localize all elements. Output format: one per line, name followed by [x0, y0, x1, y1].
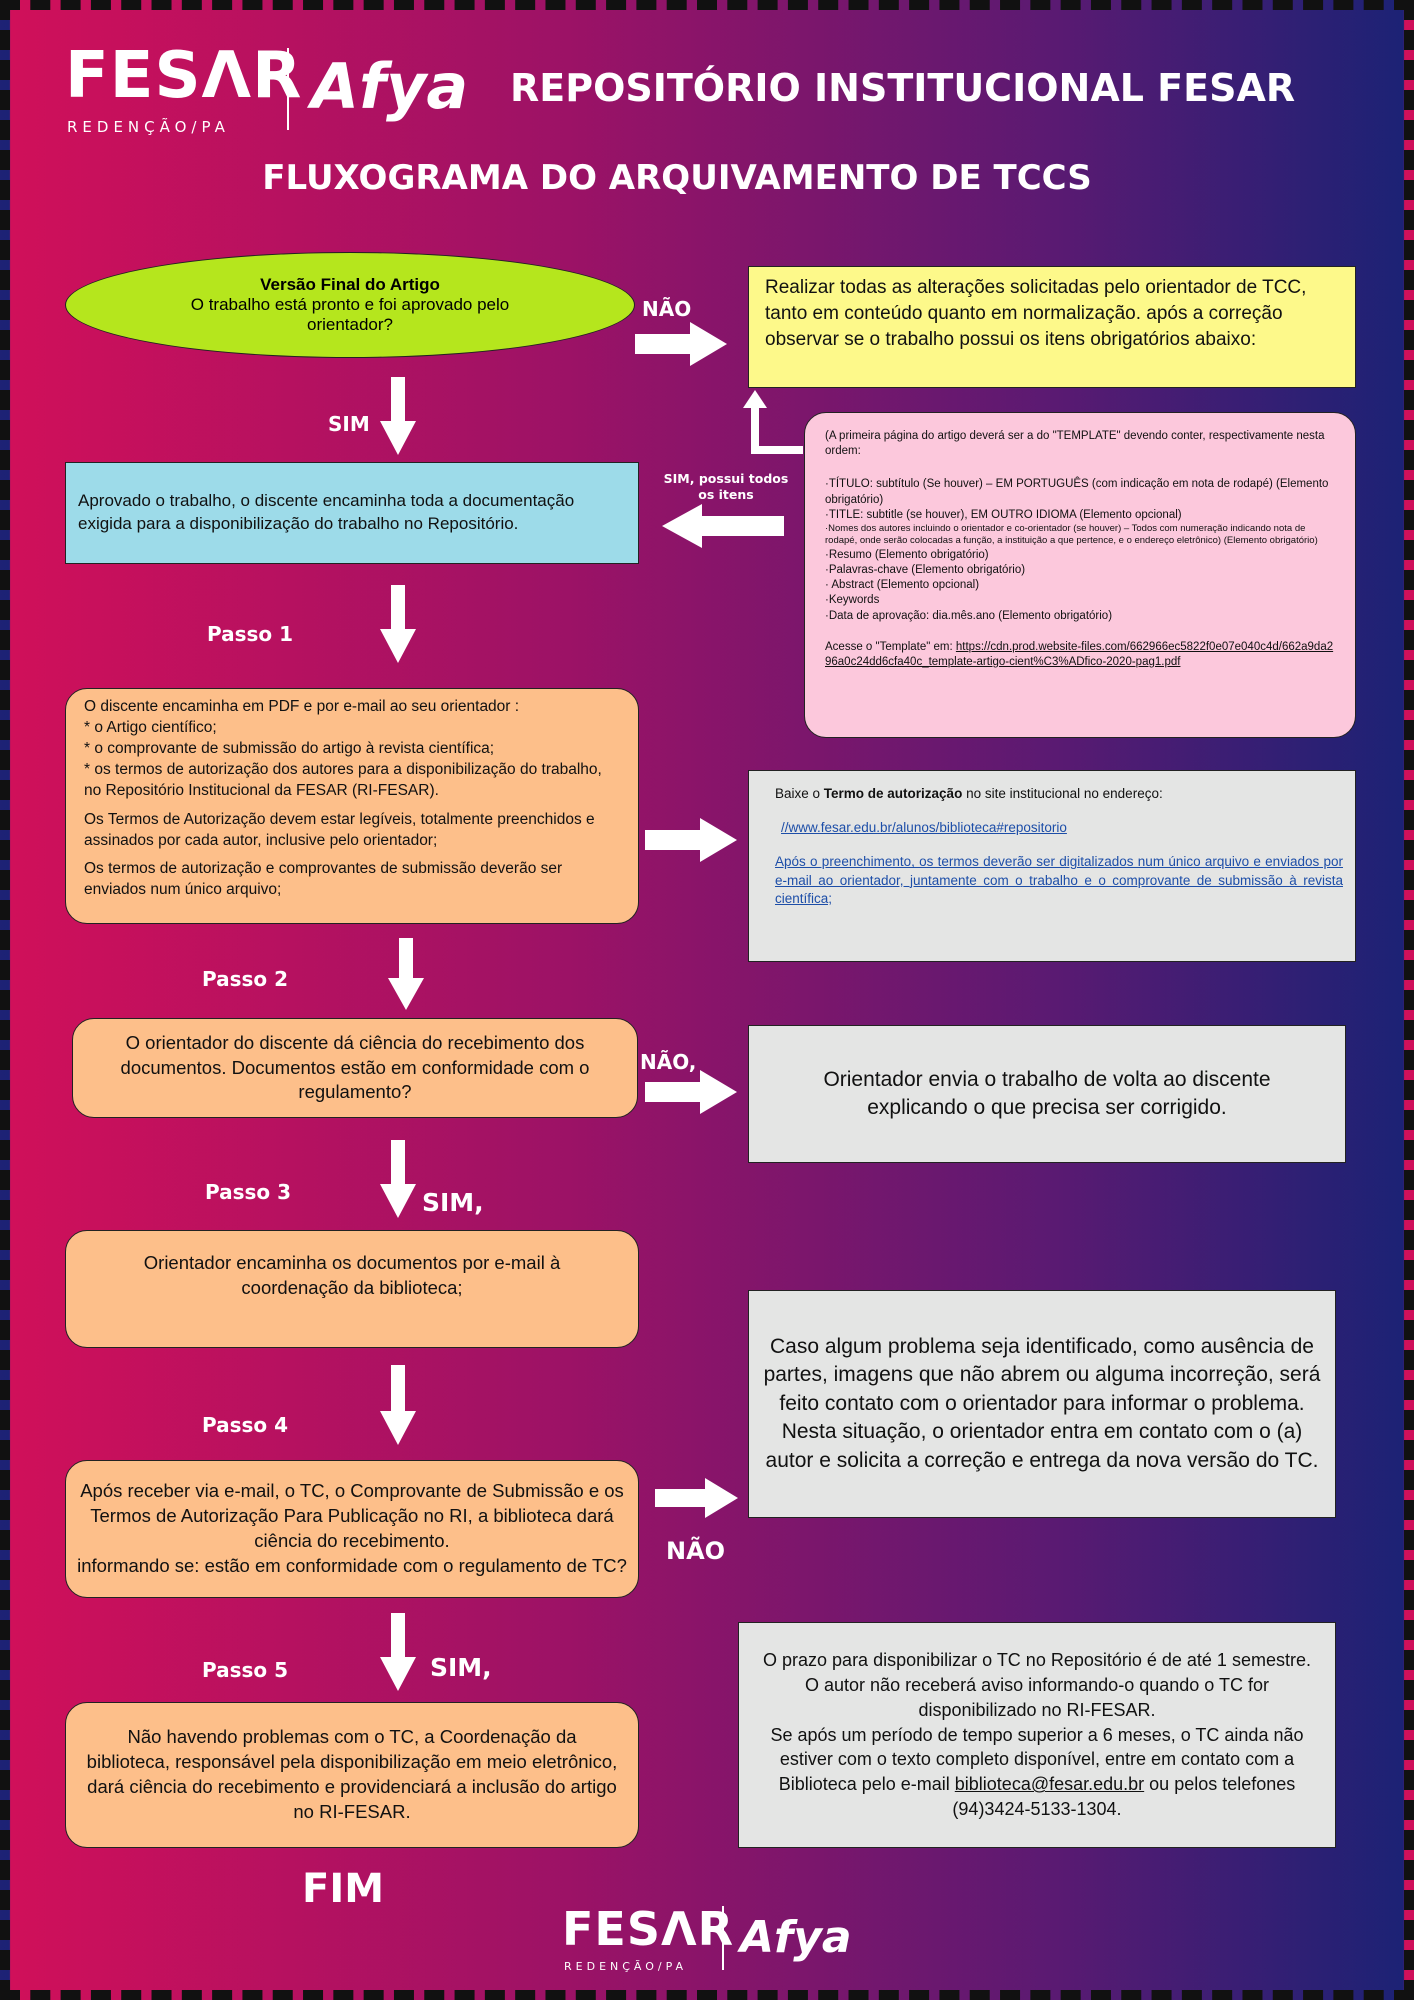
logo-divider — [287, 48, 289, 130]
step1-para: Os Termos de Autorização devem estar leg… — [84, 810, 595, 849]
footer-fesar-subtext: REDENÇÃO/PA — [564, 1960, 688, 1973]
arrow-right-icon — [645, 818, 737, 862]
label-nao-2: NÃO, — [640, 1050, 697, 1074]
page-title: REPOSITÓRIO INSTITUCIONAL FESAR — [510, 66, 1296, 110]
blue-box: Aprovado o trabalho, o discente encaminh… — [65, 462, 639, 564]
pink-item: ·TITLE: subtitle (se houver), EM OUTRO I… — [825, 508, 1182, 521]
step4-text: Após receber via e-mail, o TC, o Comprov… — [77, 1480, 627, 1576]
label-sim-1: SIM — [328, 412, 370, 436]
label-passo-2: Passo 2 — [202, 967, 289, 991]
termo-prefix: Baixe o — [775, 786, 824, 801]
pink-item: · Abstract (Elemento opcional) — [825, 579, 980, 592]
label-nao-4: NÃO — [666, 1537, 726, 1565]
label-sim-3: SIM, — [422, 1188, 484, 1217]
step2-box: O orientador do discente dá ciência do r… — [72, 1018, 638, 1118]
prazo-line: Se após um período de tempo superior a 6… — [751, 1723, 1323, 1822]
afya-logo-text: Afya — [311, 50, 469, 123]
label-nao-1: NÃO — [642, 297, 692, 321]
email-link[interactable]: biblioteca@fesar.edu.br — [954, 1774, 1145, 1795]
repositorio-link[interactable]: //www.fesar.edu.br/alunos/biblioteca#rep… — [781, 820, 1067, 836]
arrow-left-icon — [662, 504, 784, 548]
step1-bullet: * o comprovante de submissão do artigo à… — [84, 739, 495, 757]
template-link[interactable]: https://cdn.prod.website-files.com/66296… — [825, 640, 1334, 668]
footer-afya-text: Afya — [740, 1912, 852, 1963]
pink-item: ·Nomes dos autores incluindo o orientado… — [825, 522, 1318, 547]
termo-note: Após o preenchimento, os termos deverão … — [775, 854, 1343, 906]
footer-logo: FESΛR REDENÇÃO/PA Afya — [562, 1902, 882, 1978]
arrow-right-icon — [655, 1478, 738, 1518]
arrow-down-icon — [388, 938, 424, 1010]
fesar-logo-text: FESΛR — [65, 39, 303, 113]
label-passo-3: Passo 3 — [205, 1180, 292, 1204]
step5-box: Não havendo problemas com o TC, a Coorde… — [65, 1702, 639, 1848]
termo-bold: Termo de autorização — [823, 786, 963, 801]
footer-fesar-text: FESΛR — [562, 1902, 734, 1956]
fesar-afya-logo: FESΛR REDENÇÃO/PA Afya — [65, 40, 485, 140]
prazo-line: O prazo para disponibilizar o TC no Repo… — [763, 1650, 1311, 1671]
prazo-phone-text: ou pelos telefones (94)3424-5133-1304. — [952, 1774, 1296, 1820]
pink-item: ·Keywords — [825, 594, 880, 607]
arrow-down-icon — [380, 377, 416, 455]
arrow-down-icon — [380, 585, 416, 663]
prazo-contact-text: Se após um período de tempo superior a 6… — [770, 1724, 1304, 1795]
label-sim-5: SIM, — [430, 1653, 492, 1682]
pink-item: ·Data de aprovação: dia.mês.ano (Element… — [825, 609, 1113, 622]
label-passo-4: Passo 4 — [202, 1413, 289, 1437]
step1-box: O discente encaminha em PDF e por e-mail… — [65, 688, 639, 924]
label-sim-itens: SIM, possui todos os itens — [663, 471, 789, 502]
elbow-arrow-icon — [743, 390, 803, 454]
fesar-logo-subtext: REDENÇÃO/PA — [67, 118, 230, 136]
start-ellipse: Versão Final do Artigo O trabalho está p… — [65, 252, 635, 358]
pink-item: ·Resumo (Elemento obrigatório) — [825, 548, 989, 561]
arrow-down-icon — [380, 1140, 416, 1218]
grey-box-termo: Baixe o Termo de autorização no site ins… — [748, 770, 1356, 962]
start-title: Versão Final do Artigo — [260, 275, 440, 294]
label-fim: FIM — [302, 1866, 385, 1912]
prazo-line: O autor não receberá aviso informando-o … — [805, 1674, 1269, 1720]
arrow-down-icon — [380, 1613, 416, 1691]
pink-intro: (A primeira página do artigo deverá ser … — [825, 430, 1325, 458]
arrow-right-icon — [645, 1070, 737, 1114]
termo-suffix: no site institucional no endereço: — [962, 786, 1163, 801]
step3-box: Orientador encaminha os documentos por e… — [65, 1230, 639, 1348]
yellow-box: Realizar todas as alterações solicitadas… — [748, 266, 1356, 388]
pink-access: Acesse o "Template" em: https://cdn.prod… — [825, 640, 1335, 670]
start-question: O trabalho está pronto e foi aprovado pe… — [190, 295, 510, 334]
step1-bullet: * os termos de autorização dos autores p… — [84, 760, 602, 799]
pink-item: ·TÍTULO: subtítulo (Se houver) – EM PORT… — [825, 478, 1329, 506]
pink-box: (A primeira página do artigo deverá ser … — [804, 412, 1356, 738]
arrow-down-icon — [380, 1365, 416, 1445]
step1-intro: O discente encaminha em PDF e por e-mail… — [84, 698, 520, 715]
arrow-right-icon — [635, 322, 727, 366]
footer-logo-divider — [722, 1906, 724, 1970]
termo-download-text: Baixe o Termo de autorização no site ins… — [775, 785, 1343, 803]
page-subtitle: FLUXOGRAMA DO ARQUIVAMENTO DE TCCS — [262, 158, 1092, 198]
pink-item: ·Palavras-chave (Elemento obrigatório) — [825, 564, 1026, 577]
label-passo-1: Passo 1 — [207, 622, 294, 646]
step1-para: Os termos de autorização e comprovantes … — [84, 860, 563, 899]
grey-box-prazo: O prazo para disponibilizar o TC no Repo… — [738, 1622, 1336, 1848]
label-passo-5: Passo 5 — [202, 1658, 289, 1682]
step4-box: Após receber via e-mail, o TC, o Comprov… — [65, 1460, 639, 1598]
step1-bullet: * o Artigo científico; — [84, 718, 217, 736]
pink-access-prefix: Acesse o "Template" em: — [825, 640, 956, 653]
grey-box-problema: Caso algum problema seja identificado, c… — [748, 1290, 1336, 1518]
grey-box-return: Orientador envia o trabalho de volta ao … — [748, 1025, 1346, 1163]
